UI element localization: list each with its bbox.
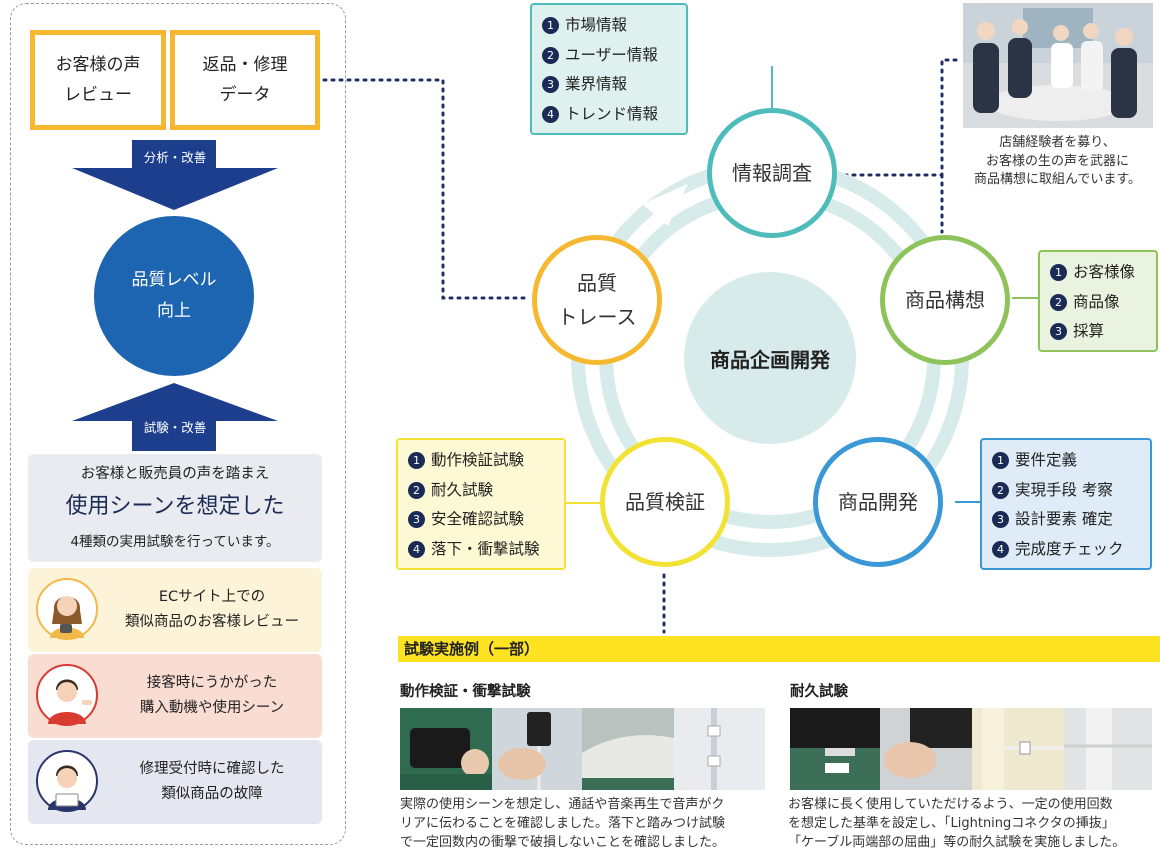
photo-caption: 店舗経験者を募り、 お客様の生の声を武器に 商品構想に取組んでいます。: [973, 135, 1142, 188]
cycle-arrow-head: [642, 184, 688, 226]
number-badge: 1: [992, 452, 1009, 470]
number-badge: 1: [1050, 264, 1067, 282]
right-example-description: お客様に長く使用していただけるよう、一定の使用回数 を想定した基準を設定し、「L…: [788, 797, 1126, 850]
woman-with-phone-icon: [36, 578, 98, 640]
test-card-text: ECサイト上での 類似商品のお客様レビュー: [125, 589, 299, 630]
customer-voice-box: お客様の声 レビュー: [30, 30, 166, 130]
node-quality-trace: 品質 トレース: [532, 235, 662, 365]
quality-level-circle: 品質レベル 向上: [94, 216, 254, 376]
photo-bending-test-1: [972, 708, 1064, 790]
photo-drop-test: [674, 708, 765, 790]
scene-line1: お客様と販売員の声を踏まえ: [80, 466, 270, 482]
testing-arrow: [72, 383, 278, 451]
number-badge: 1: [408, 452, 425, 470]
test-card-repair: 修理受付時に確認した 類似商品の故障: [28, 740, 322, 824]
number-badge: 4: [408, 540, 425, 558]
arrow-down-shape: [72, 140, 278, 210]
number-badge: 4: [542, 105, 559, 123]
photo-bending-test-2: [1064, 708, 1152, 790]
photo-phone-call-test: [400, 708, 492, 790]
photo-connector-insert-test: [790, 708, 880, 790]
dotted-connector-photo: [843, 58, 958, 177]
number-badge: 2: [992, 481, 1009, 499]
analysis-arrow: [72, 140, 278, 210]
test-card-sales-scene: 接客時にうかがった 購入動機や使用シーン: [28, 654, 322, 738]
number-badge: 2: [408, 481, 425, 499]
node-information-survey: 情報調査: [707, 108, 837, 238]
photo-cable-test: [492, 708, 582, 790]
number-badge: 3: [408, 511, 425, 529]
node-product-concept: 商品構想: [880, 235, 1010, 365]
scene-line2: 使用シーンを想定した: [65, 494, 285, 519]
number-badge: 3: [992, 511, 1009, 529]
number-badge: 4: [992, 540, 1009, 558]
right-example-title: 耐久試験: [790, 684, 848, 700]
scene-line3: 4種類の実用試験を行っています。: [70, 534, 280, 550]
arrow-down-label: 分析・改善: [143, 149, 207, 165]
left-panel: [10, 3, 346, 845]
repair-staff-laptop-icon: [36, 750, 98, 812]
left-example-title: 動作検証・衝撃試験: [400, 684, 531, 700]
dotted-connector-trace: [322, 78, 530, 300]
arrow-up-label: 試験・改善: [143, 419, 207, 435]
photo-connector-hand-test: [880, 708, 972, 790]
repair-data-box: 返品・修理 データ: [170, 30, 320, 130]
arrow-up-shape: [72, 383, 278, 451]
number-badge: 3: [1050, 323, 1067, 341]
test-card-ec-review: ECサイト上での 類似商品のお客様レビュー: [28, 568, 322, 652]
test-card-text: 接客時にうかがった 購入動機や使用シーン: [139, 675, 285, 716]
center-circle: [684, 272, 856, 444]
number-badge: 3: [542, 76, 559, 94]
salesperson-icon: [36, 664, 98, 726]
node-quality-verification: 品質検証: [600, 437, 730, 567]
center-label: 商品企画開発: [710, 347, 830, 372]
number-badge: 2: [542, 46, 559, 64]
photo-stomp-test: [582, 708, 674, 790]
scene-panel: お客様と販売員の声を踏まえ 使用シーンを想定した 4種類の実用試験を行っています…: [28, 454, 322, 562]
node-product-development: 商品開発: [813, 437, 943, 567]
test-card-text: 修理受付時に確認した 類似商品の故障: [139, 761, 285, 802]
examples-title-bar: 試験実施例（一部）: [398, 636, 1160, 662]
meeting-photo: [963, 3, 1153, 128]
number-badge: 1: [542, 17, 559, 35]
left-example-description: 実際の使用シーンを想定し、通話や音楽再生で音声がク リアに伝わることを確認しまし…: [400, 797, 726, 850]
number-badge: 2: [1050, 293, 1067, 311]
